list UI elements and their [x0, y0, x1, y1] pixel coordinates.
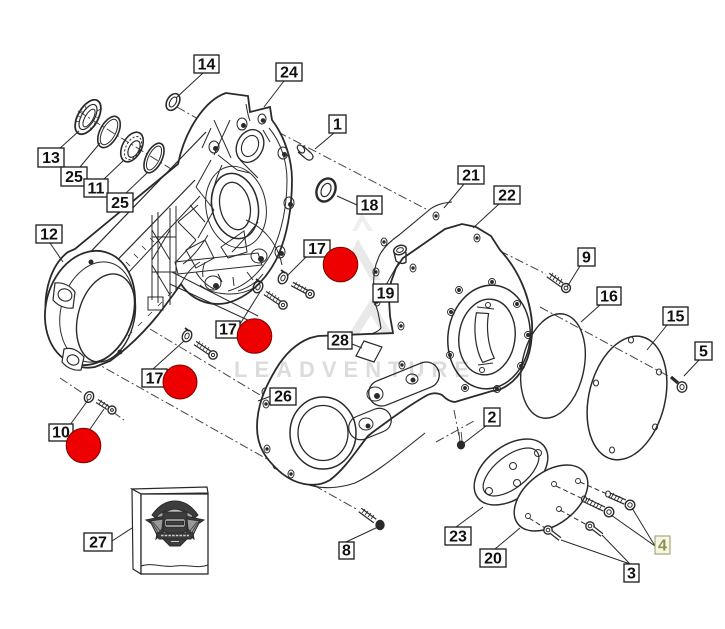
svg-text:LEADVENTURE: LEADVENTURE	[234, 357, 476, 382]
svg-text:2: 2	[488, 410, 497, 427]
svg-text:17: 17	[219, 322, 237, 339]
svg-text:27: 27	[89, 535, 107, 552]
svg-text:28: 28	[331, 333, 349, 350]
svg-text:20: 20	[484, 551, 502, 568]
svg-text:18: 18	[361, 198, 379, 215]
svg-text:25: 25	[65, 169, 83, 186]
svg-text:14: 14	[198, 57, 216, 74]
svg-text:23: 23	[449, 529, 467, 546]
svg-text:17: 17	[146, 371, 164, 388]
svg-text:10: 10	[52, 425, 70, 442]
svg-text:4: 4	[658, 538, 667, 555]
svg-text:19: 19	[377, 286, 395, 303]
svg-text:1: 1	[333, 117, 342, 134]
svg-text:16: 16	[600, 289, 618, 306]
svg-text:12: 12	[40, 227, 58, 244]
svg-text:17: 17	[308, 241, 326, 258]
svg-text:21: 21	[462, 168, 480, 185]
svg-text:8: 8	[342, 543, 351, 560]
svg-text:5: 5	[699, 344, 708, 361]
svg-text:9: 9	[582, 250, 591, 267]
svg-text:24: 24	[280, 65, 298, 82]
svg-text:15: 15	[667, 309, 685, 326]
svg-text:26: 26	[274, 389, 292, 406]
svg-text:11: 11	[88, 181, 105, 198]
svg-text:13: 13	[42, 150, 60, 167]
svg-text:25: 25	[111, 195, 129, 212]
svg-text:3: 3	[627, 566, 636, 583]
svg-text:22: 22	[498, 188, 516, 205]
